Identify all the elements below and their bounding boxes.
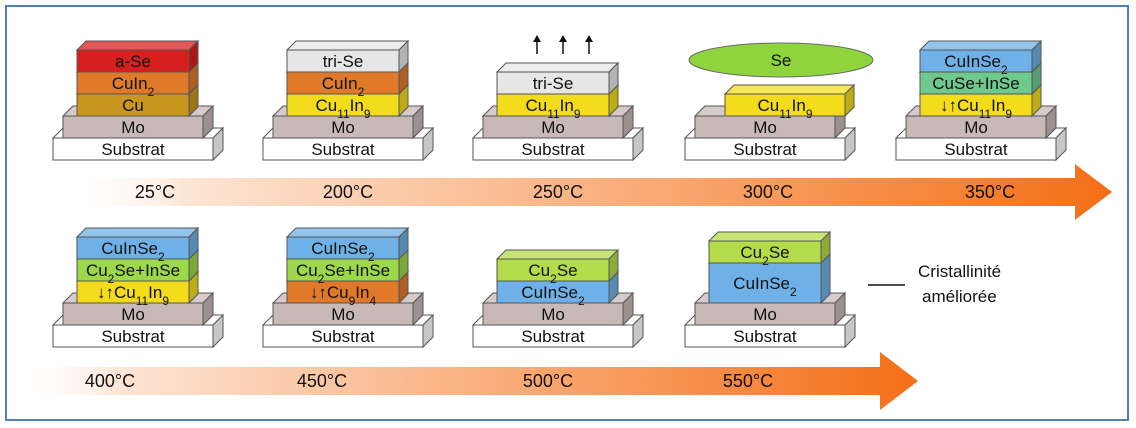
mo-label: Mo (541, 118, 565, 137)
note-line1: Cristallinité (918, 262, 1001, 281)
se-vapor-label: Se (771, 51, 792, 70)
film-label-2: CuSe+InSe (932, 74, 1019, 93)
mo-label: Mo (753, 305, 777, 324)
film-layer-2 (707, 230, 832, 265)
temperature-label: 350°C (965, 182, 1015, 202)
substrate-label: Substrat (521, 327, 585, 346)
film-label-3: tri-Se (323, 52, 364, 71)
mo-label: Mo (331, 118, 355, 137)
substrate-label: Substrat (311, 140, 375, 159)
film-label-1: Cu (122, 96, 144, 115)
film-layer-3 (75, 39, 200, 74)
temperature-label: 300°C (743, 182, 793, 202)
temperature-label: 450°C (297, 371, 347, 391)
note-line2: améliorée (922, 287, 997, 306)
film-layer-3 (918, 39, 1043, 74)
substrate-label: Substrat (101, 140, 165, 159)
substrate-label: Substrat (311, 327, 375, 346)
film-label-2: tri-Se (533, 74, 574, 93)
evaporation-arrows (533, 35, 593, 54)
temperature-label: 550°C (723, 371, 773, 391)
crystallinity-note: Cristallinité améliorée (868, 262, 1001, 306)
substrate-label: Substrat (733, 327, 797, 346)
temperature-arrow-row1 (60, 164, 1112, 220)
mo-label: Mo (121, 118, 145, 137)
temperature-label: 250°C (533, 182, 583, 202)
mo-label: Mo (964, 118, 988, 137)
temperature-arrow-row2 (12, 352, 918, 410)
temperature-label: 500°C (523, 371, 573, 391)
substrate-label: Substrat (101, 327, 165, 346)
temperature-label: 25°C (135, 182, 175, 202)
mo-label: Mo (121, 305, 145, 324)
se-vapor-ellipse: Se (688, 42, 874, 78)
film-layer-3 (285, 39, 410, 74)
substrate-label: Substrat (733, 140, 797, 159)
film-layer-2 (495, 248, 620, 283)
temperature-label: 400°C (85, 371, 135, 391)
temperature-label: 200°C (323, 182, 373, 202)
substrate-label: Substrat (944, 140, 1008, 159)
film-layer-1 (723, 83, 856, 118)
mo-label: Mo (331, 305, 355, 324)
film-layer-3 (285, 226, 410, 261)
substrate-label: Substrat (521, 140, 585, 159)
film-label-3: a-Se (115, 52, 151, 71)
mo-label: Mo (753, 118, 777, 137)
film-layer-2 (495, 61, 620, 96)
mo-label: Mo (541, 305, 565, 324)
film-layer-3 (75, 226, 200, 261)
